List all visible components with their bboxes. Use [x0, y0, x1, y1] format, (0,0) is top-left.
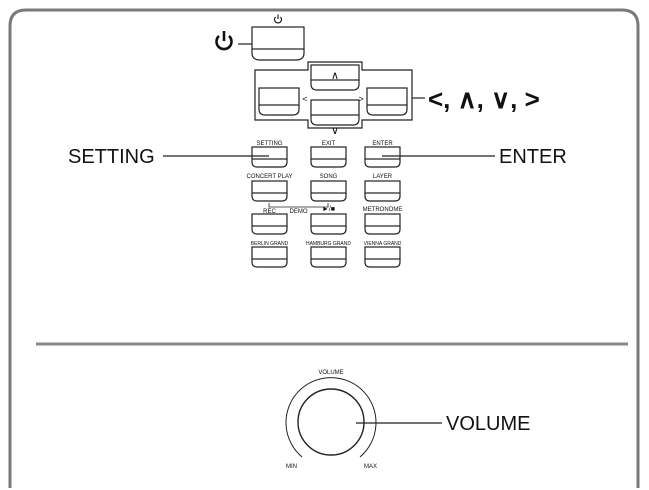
- cursor-up-label: ∧: [331, 70, 339, 82]
- concert-play-button-label: CONCERT PLAY: [246, 174, 292, 180]
- rec-button-label: REC: [263, 209, 276, 215]
- cursor-left-label: <: [302, 94, 307, 104]
- layer-button[interactable]: [364, 180, 401, 202]
- volume-knob-label: VOLUME: [318, 370, 343, 376]
- layer-button-label: LAYER: [373, 174, 393, 180]
- hamburg-grand-button[interactable]: [310, 246, 347, 268]
- setting-button[interactable]: [251, 146, 288, 168]
- demo-bracket: [268, 203, 329, 208]
- volume-knob[interactable]: [297, 388, 365, 456]
- setting-callout: SETTING: [68, 146, 155, 168]
- power-icon-small: [273, 14, 283, 24]
- cursor-up-button[interactable]: [310, 64, 360, 91]
- cursor-down-label: ∨: [331, 125, 339, 137]
- cursor-cross-outline: [254, 61, 413, 129]
- cursor-keys-callout: <, ∧, ∨, >: [428, 84, 540, 114]
- power-icon: [215, 31, 233, 51]
- demo-label: DEMO: [290, 209, 308, 215]
- volume-max-label: MAX: [364, 464, 377, 470]
- enter-callout: ENTER: [499, 146, 567, 168]
- cursor-right-button[interactable]: [366, 87, 408, 116]
- hamburg-grand-button-label: HAMBURG GRAND: [306, 241, 351, 247]
- concert-play-button[interactable]: [251, 180, 288, 202]
- play-stop-button[interactable]: [310, 213, 347, 235]
- volume-callout: VOLUME: [446, 413, 530, 435]
- cursor-down-button[interactable]: [310, 99, 360, 126]
- enter-button[interactable]: [364, 146, 401, 168]
- power-button[interactable]: [251, 26, 305, 61]
- cursor-left-button[interactable]: [258, 87, 300, 116]
- rec-button[interactable]: [251, 213, 288, 235]
- exit-button[interactable]: [310, 146, 347, 168]
- setting-button-label: SETTING: [256, 141, 282, 147]
- berlin-grand-button-label: BERLIN GRAND: [251, 241, 289, 247]
- metronome-button-label: METRONOME: [363, 207, 403, 213]
- play-stop-button-label: ►/■: [322, 206, 335, 213]
- vienna-grand-button-label: VIENNA GRAND: [364, 241, 402, 247]
- exit-button-label: EXIT: [322, 141, 336, 147]
- song-button[interactable]: [310, 180, 347, 202]
- metronome-button[interactable]: [364, 213, 401, 235]
- volume-min-label: MIN: [286, 464, 297, 470]
- berlin-grand-button[interactable]: [251, 246, 288, 268]
- enter-button-label: ENTER: [372, 141, 393, 147]
- vienna-grand-button[interactable]: [364, 246, 401, 268]
- cursor-right-label: >: [358, 94, 363, 104]
- song-button-label: SONG: [320, 174, 338, 180]
- panel-outline: [8, 8, 640, 488]
- volume-scale-arc: [285, 377, 377, 458]
